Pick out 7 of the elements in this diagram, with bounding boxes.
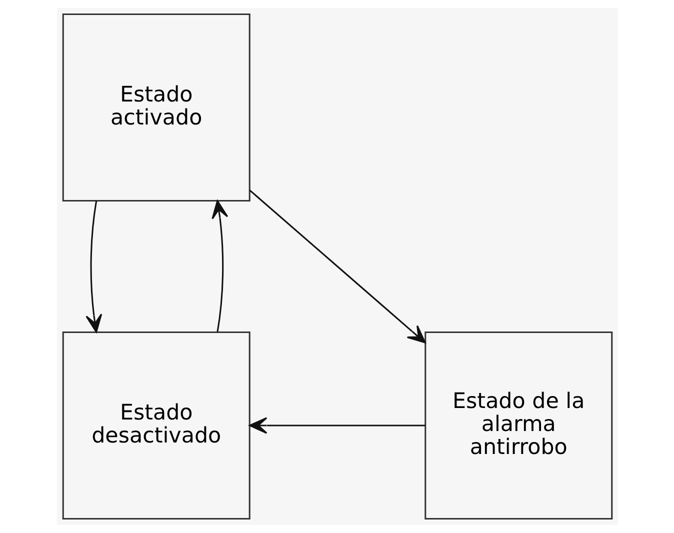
arrow [248,190,426,344]
arrow [211,200,228,332]
node-box: Estado activado [62,14,250,202]
arrow [248,417,425,434]
node-box: Estado desactivado [62,331,250,520]
arrow [85,200,102,333]
node-box: Estado de la alarma antirrobo [424,331,612,520]
